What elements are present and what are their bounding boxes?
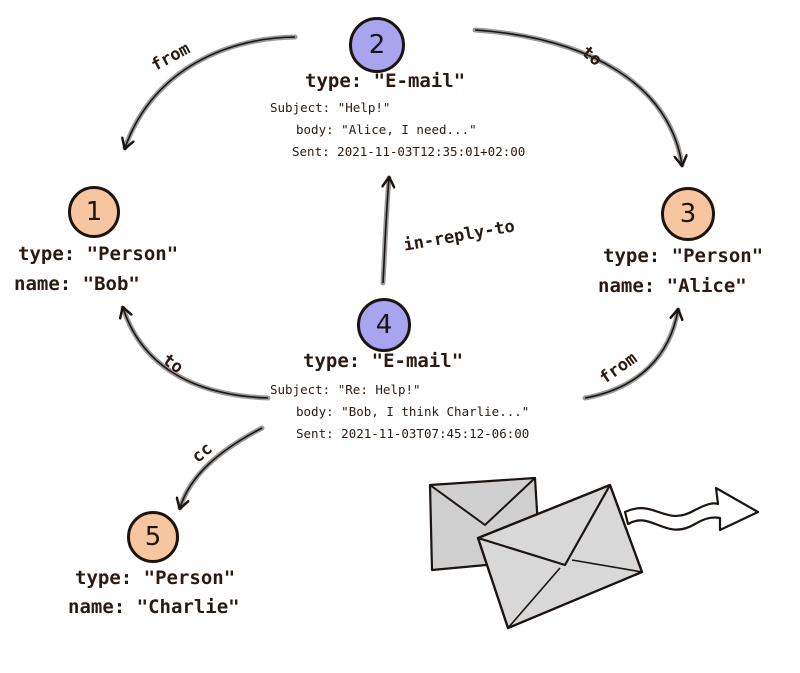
node-1-badge: 1 [68, 186, 120, 238]
node-4-type-line: type: "E-mail" [303, 350, 463, 372]
node-4-body-line: body: "Bob, I think Charlie..." [296, 404, 529, 419]
node-2-body-line: body: "Alice, I need..." [296, 122, 477, 137]
node-2-type-value: "E-mail" [373, 70, 466, 92]
node-5-type-line: type: "Person" [75, 567, 235, 589]
node-2-sent-value: 2021-11-03T12:35:01+02:00 [337, 144, 526, 159]
node-5-badge: 5 [127, 511, 179, 563]
node-3-name-line: name: "Alice" [598, 275, 747, 297]
edge-4-to-2 [380, 175, 389, 286]
node-2-type-key: type: [305, 70, 363, 92]
node-5-id: 5 [144, 522, 162, 552]
node-1-name-line: name: "Bob" [14, 273, 140, 295]
node-1-name-key: name: [14, 273, 72, 295]
node-2-subject-key: Subject: [270, 100, 331, 115]
node-4-body-value: "Bob, I think Charlie..." [341, 404, 530, 419]
node-3-name-value: "Alice" [666, 275, 747, 297]
node-2-type-line: type: "E-mail" [305, 70, 465, 92]
edge-4-to-5 [180, 425, 265, 511]
node-5-name-value: "Charlie" [136, 596, 240, 618]
node-1-type-line: type: "Person" [18, 243, 178, 265]
edge-2-to-1 [125, 34, 298, 151]
motion-arrow [623, 486, 760, 532]
node-1-type-key: type: [18, 243, 76, 265]
node-3-type-value: "Person" [671, 245, 764, 267]
node-5-name-key: name: [68, 596, 126, 618]
node-2-body-key: body: [296, 122, 334, 137]
node-4-subject-value: "Re: Help!" [337, 382, 421, 397]
edge-2-to-3 [472, 27, 682, 168]
node-2-subject-value: "Help!" [337, 100, 391, 115]
node-3-id: 3 [679, 199, 697, 229]
node-2-body-value: "Alice, I need..." [341, 122, 477, 137]
node-5-type-key: type: [75, 567, 133, 589]
node-4-type-key: type: [303, 350, 361, 372]
node-4-id: 4 [375, 310, 393, 340]
node-4-type-value: "E-mail" [371, 350, 464, 372]
node-1-type-value: "Person" [86, 243, 179, 265]
node-4-body-key: body: [296, 404, 334, 419]
node-4-badge: 4 [357, 298, 411, 352]
node-3-type-key: type: [603, 245, 661, 267]
envelope-front [476, 483, 644, 630]
node-1-id: 1 [85, 197, 103, 227]
node-4-sent-value: 2021-11-03T07:45:12-06:00 [341, 426, 530, 441]
edge-4-to-3 [582, 307, 678, 401]
node-3-badge: 3 [661, 187, 715, 241]
node-2-sent-key: Sent: [292, 144, 330, 159]
edge-4-to-1 [123, 305, 271, 401]
node-4-sent-line: Sent: 2021-11-03T07:45:12-06:00 [296, 426, 529, 441]
node-1-name-value: "Bob" [82, 273, 140, 295]
node-3-name-key: name: [598, 275, 656, 297]
node-5-name-line: name: "Charlie" [68, 596, 240, 618]
node-2-subject-line: Subject: "Help!" [270, 100, 390, 115]
node-4-sent-key: Sent: [296, 426, 334, 441]
node-2-sent-line: Sent: 2021-11-03T12:35:01+02:00 [292, 144, 525, 159]
node-2-badge: 2 [349, 17, 405, 73]
node-2-id: 2 [368, 30, 386, 60]
node-4-subject-key: Subject: [270, 382, 331, 397]
node-3-type-line: type: "Person" [603, 245, 763, 267]
node-5-type-value: "Person" [143, 567, 236, 589]
node-4-subject-line: Subject: "Re: Help!" [270, 382, 421, 397]
